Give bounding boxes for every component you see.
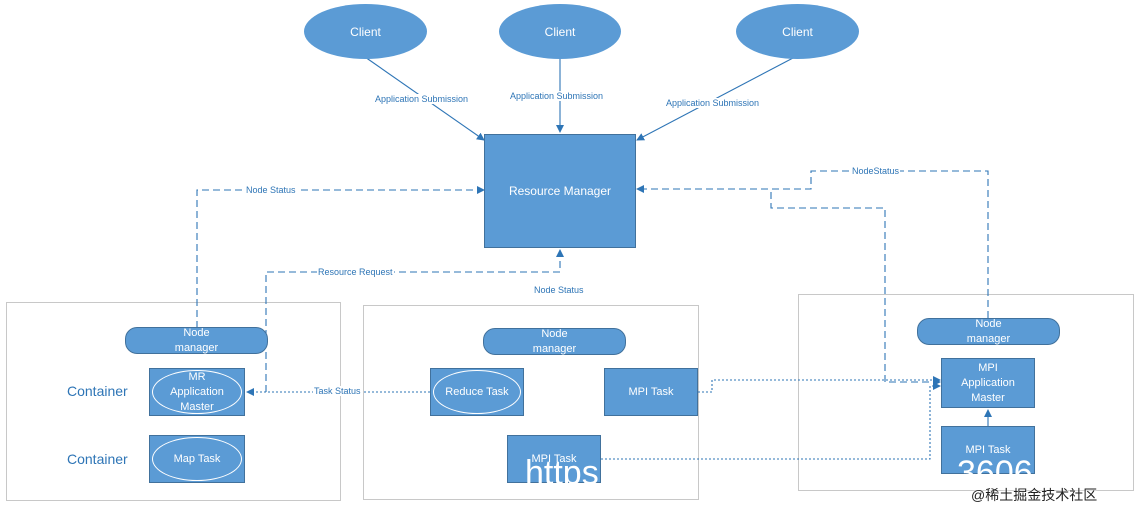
label-node-status-center: Node Status bbox=[533, 285, 585, 295]
edge-node-status-right bbox=[636, 170, 989, 318]
client-node-3: Client bbox=[736, 4, 859, 59]
mpi-task-right-box: MPI Task bbox=[941, 426, 1035, 474]
mr-app-master-ellipse: MR Application Master bbox=[152, 370, 242, 414]
resource-manager-box: Resource Manager bbox=[484, 134, 636, 248]
edge-mpi-task-1 bbox=[698, 376, 941, 393]
label-app-submission-2: Application Submission bbox=[509, 91, 605, 101]
left-node-manager: Node manager bbox=[125, 327, 268, 354]
right-node-manager: Node manager bbox=[917, 318, 1060, 345]
mpi-task-2-box: MPI Task bbox=[507, 435, 601, 483]
watermark-right-text: 3606 bbox=[957, 454, 1033, 492]
reduce-task-box: Reduce Task bbox=[430, 368, 524, 416]
client-node-1: Client bbox=[304, 4, 427, 59]
label-node-status-left: Node Status bbox=[245, 185, 297, 195]
label-node-status-right: NodeStatus bbox=[851, 166, 901, 176]
mr-app-master-box: MR Application Master bbox=[149, 368, 245, 416]
client-node-2: Client bbox=[499, 4, 621, 59]
edge-node-status-left bbox=[196, 186, 485, 328]
container-label-1: Container bbox=[67, 383, 128, 399]
label-app-submission-3: Application Submission bbox=[665, 98, 761, 108]
label-app-submission-1: Application Submission bbox=[374, 94, 470, 104]
watermark-left-text: https bbox=[525, 454, 599, 492]
map-task-ellipse: Map Task bbox=[152, 437, 242, 481]
mpi-app-master-box: MPI Application Master bbox=[941, 358, 1035, 408]
map-task-box: Map Task bbox=[149, 435, 245, 483]
reduce-task-ellipse: Reduce Task bbox=[433, 370, 521, 414]
watermark-credit: @稀土掘金技术社区 bbox=[971, 487, 1098, 503]
edge-mpi-master-to-rm bbox=[770, 192, 941, 386]
label-resource-request: Resource Request bbox=[317, 267, 394, 277]
mpi-task-1-box: MPI Task bbox=[604, 368, 698, 416]
edge-mpi-task-2 bbox=[601, 382, 941, 460]
container-label-2: Container bbox=[67, 451, 128, 467]
center-node-manager: Node manager bbox=[483, 328, 626, 355]
label-task-status: Task Status bbox=[313, 386, 362, 396]
